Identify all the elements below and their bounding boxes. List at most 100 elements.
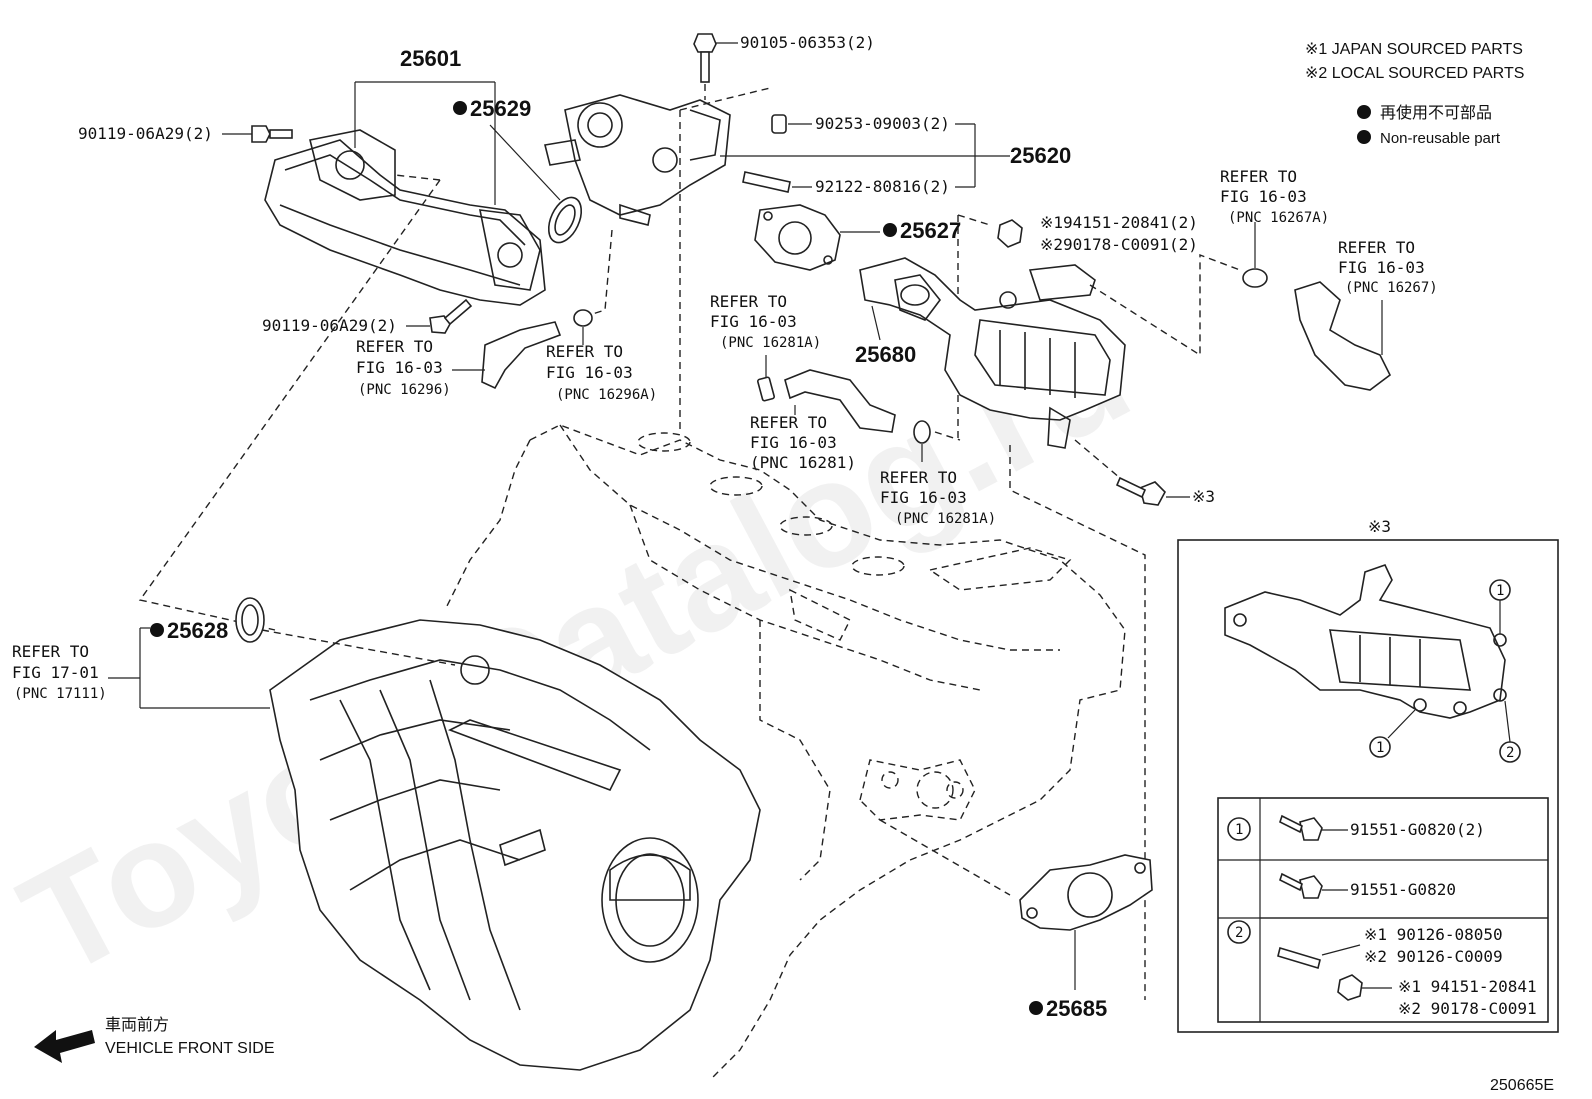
non-reusable-dot-icon: [1029, 1001, 1043, 1015]
ref-16281A-top-line3: (PNC 16281A): [720, 335, 821, 351]
gasket-25629[interactable]: [542, 192, 588, 247]
nut-icon: [997, 219, 1023, 248]
ref-16267-line1: REFER TO: [1338, 238, 1415, 257]
ref-17111-line1: REFER TO: [12, 642, 89, 661]
detail-row3-part1: ※1 90126-08050: [1364, 925, 1503, 944]
legend-japan: ※1 JAPAN SOURCED PARTS: [1305, 41, 1523, 58]
part-bolt-top: 90105-06353(2): [740, 33, 875, 52]
bolt-icon: [1279, 814, 1323, 841]
hose-16296[interactable]: [481, 321, 562, 390]
gasket-25685[interactable]: [1019, 854, 1153, 931]
clamp-16281A-bottom[interactable]: [913, 420, 931, 444]
ref-16281-line2: FIG 16-03: [750, 433, 837, 452]
ref-16296-line3: (PNC 16296): [358, 382, 451, 398]
detail-row3-part3: ※1 94151-20841: [1398, 977, 1537, 996]
gasket-25628[interactable]: [235, 597, 265, 643]
nut-icon: [1337, 974, 1363, 1001]
ref-16281A-top-line1: REFER TO: [710, 292, 787, 311]
part-nut-local: ※290178-C0091(2): [1040, 235, 1198, 254]
gasket-25627[interactable]: [754, 204, 841, 271]
ref-16296-line1: REFER TO: [356, 337, 433, 356]
ref-16267-line2: FIG 16-03: [1338, 258, 1425, 277]
front-label-en: VEHICLE FRONT SIDE: [105, 1040, 275, 1057]
clamp-16281A-top[interactable]: [757, 376, 775, 402]
engine-block-outline: [444, 424, 1126, 1081]
part-25685: 25685: [1046, 996, 1107, 1021]
detail-box: [1177, 539, 1559, 1033]
svg-text:1: 1: [1496, 583, 1504, 599]
ref-16296-line2: FIG 16-03: [356, 358, 443, 377]
legend-local: ※2 LOCAL SOURCED PARTS: [1305, 65, 1524, 82]
intake-manifold-17111[interactable]: [269, 619, 761, 1071]
part-bolt-left-mid: 90119-06A29(2): [262, 316, 397, 335]
detail-row2-num: 2: [1235, 925, 1243, 941]
egr-valve-25620[interactable]: [544, 94, 731, 226]
non-reusable-dot-icon: [453, 101, 467, 115]
egr-cooler-25680[interactable]: [859, 257, 1126, 449]
stud-icon: [1277, 946, 1321, 970]
non-reusable-dot-icon: [883, 223, 897, 237]
detail-row3-part4: ※2 90178-C0091: [1398, 999, 1537, 1018]
ref-16281A-bottom-line1: REFER TO: [880, 468, 957, 487]
part-mark-3: ※3: [1192, 487, 1215, 506]
ref-17111-line2: FIG 17-01: [12, 663, 99, 682]
detail-row1-part: 91551-G0820(2): [1350, 820, 1485, 839]
hose-16281[interactable]: [784, 369, 896, 433]
hose-clamp-16267A[interactable]: [1242, 268, 1268, 288]
bolt-icon: [1279, 872, 1323, 899]
egr-pipe-25601[interactable]: [264, 129, 546, 306]
ref-16296A-line3: (PNC 16296A): [556, 387, 657, 403]
part-25629: 25629: [470, 96, 531, 121]
vehicle-front-indicator: 車両前方 VEHICLE FRONT SIDE: [34, 1016, 275, 1063]
legend: ※1 JAPAN SOURCED PARTS ※2 LOCAL SOURCED …: [1305, 41, 1524, 147]
detail-row1-num: 1: [1235, 822, 1243, 838]
legend-non-reusable-en: Non-reusable part: [1380, 130, 1501, 147]
non-reusable-dot-icon: [1357, 105, 1371, 119]
detail-callout-1-top: 1: [1489, 579, 1511, 634]
hose-16267[interactable]: [1294, 281, 1392, 391]
detail-title: ※3: [1368, 517, 1391, 536]
ref-16281A-bottom-line3: (PNC 16281A): [895, 511, 996, 527]
ref-16267A-line3: (PNC 16267A): [1228, 210, 1329, 226]
svg-text:2: 2: [1506, 745, 1514, 761]
clamp-16296A[interactable]: [573, 309, 593, 327]
svg-text:1: 1: [1376, 740, 1384, 756]
front-arrow-icon: [34, 1030, 95, 1063]
part-nut-jp: ※194151-20841(2): [1040, 213, 1198, 232]
ref-16296A-line1: REFER TO: [546, 342, 623, 361]
detail-callout-2: 2: [1499, 700, 1521, 763]
bolt-icon: [429, 298, 473, 334]
bolt-icon: [1115, 476, 1166, 506]
non-reusable-dot-icon: [1357, 130, 1371, 144]
detail-table: 1 91551-G0820(2) 2 91551-G0820 ※1 90126-…: [1217, 797, 1549, 1023]
diagram-code: 250665E: [1490, 1077, 1554, 1094]
part-pin: 90253-09003(2): [815, 114, 950, 133]
part-25680: 25680: [855, 342, 916, 367]
detail-callout-1-bottom: 1: [1369, 709, 1416, 758]
ref-16281A-bottom-line2: FIG 16-03: [880, 488, 967, 507]
detail-row3-part2: ※2 90126-C0009: [1364, 947, 1503, 966]
front-label-jp: 車両前方: [105, 1016, 169, 1034]
legend-non-reusable-jp: 再使用不可部品: [1380, 104, 1492, 122]
bolt-icon: [693, 33, 717, 83]
part-25627: 25627: [900, 218, 961, 243]
non-reusable-dot-icon: [150, 623, 164, 637]
ref-16281-line3: (PNC 16281): [750, 453, 856, 472]
detail-row2-part: 91551-G0820: [1350, 880, 1456, 899]
bolt-icon: [251, 125, 293, 143]
part-stud: 92122-80816(2): [815, 177, 950, 196]
part-25628: 25628: [167, 618, 228, 643]
pin-icon: [771, 114, 787, 134]
ref-16296A-line2: FIG 16-03: [546, 363, 633, 382]
ref-16267-line3: (PNC 16267): [1345, 280, 1438, 296]
ref-17111-line3: (PNC 17111): [14, 686, 107, 702]
ref-16281-line1: REFER TO: [750, 413, 827, 432]
detail-cooler: [1224, 564, 1507, 719]
part-25620: 25620: [1010, 143, 1071, 168]
part-bolt-left-top: 90119-06A29(2): [78, 124, 213, 143]
ref-16281A-top-line2: FIG 16-03: [710, 312, 797, 331]
ref-16267A-line2: FIG 16-03: [1220, 187, 1307, 206]
ref-16267A-line1: REFER TO: [1220, 167, 1297, 186]
